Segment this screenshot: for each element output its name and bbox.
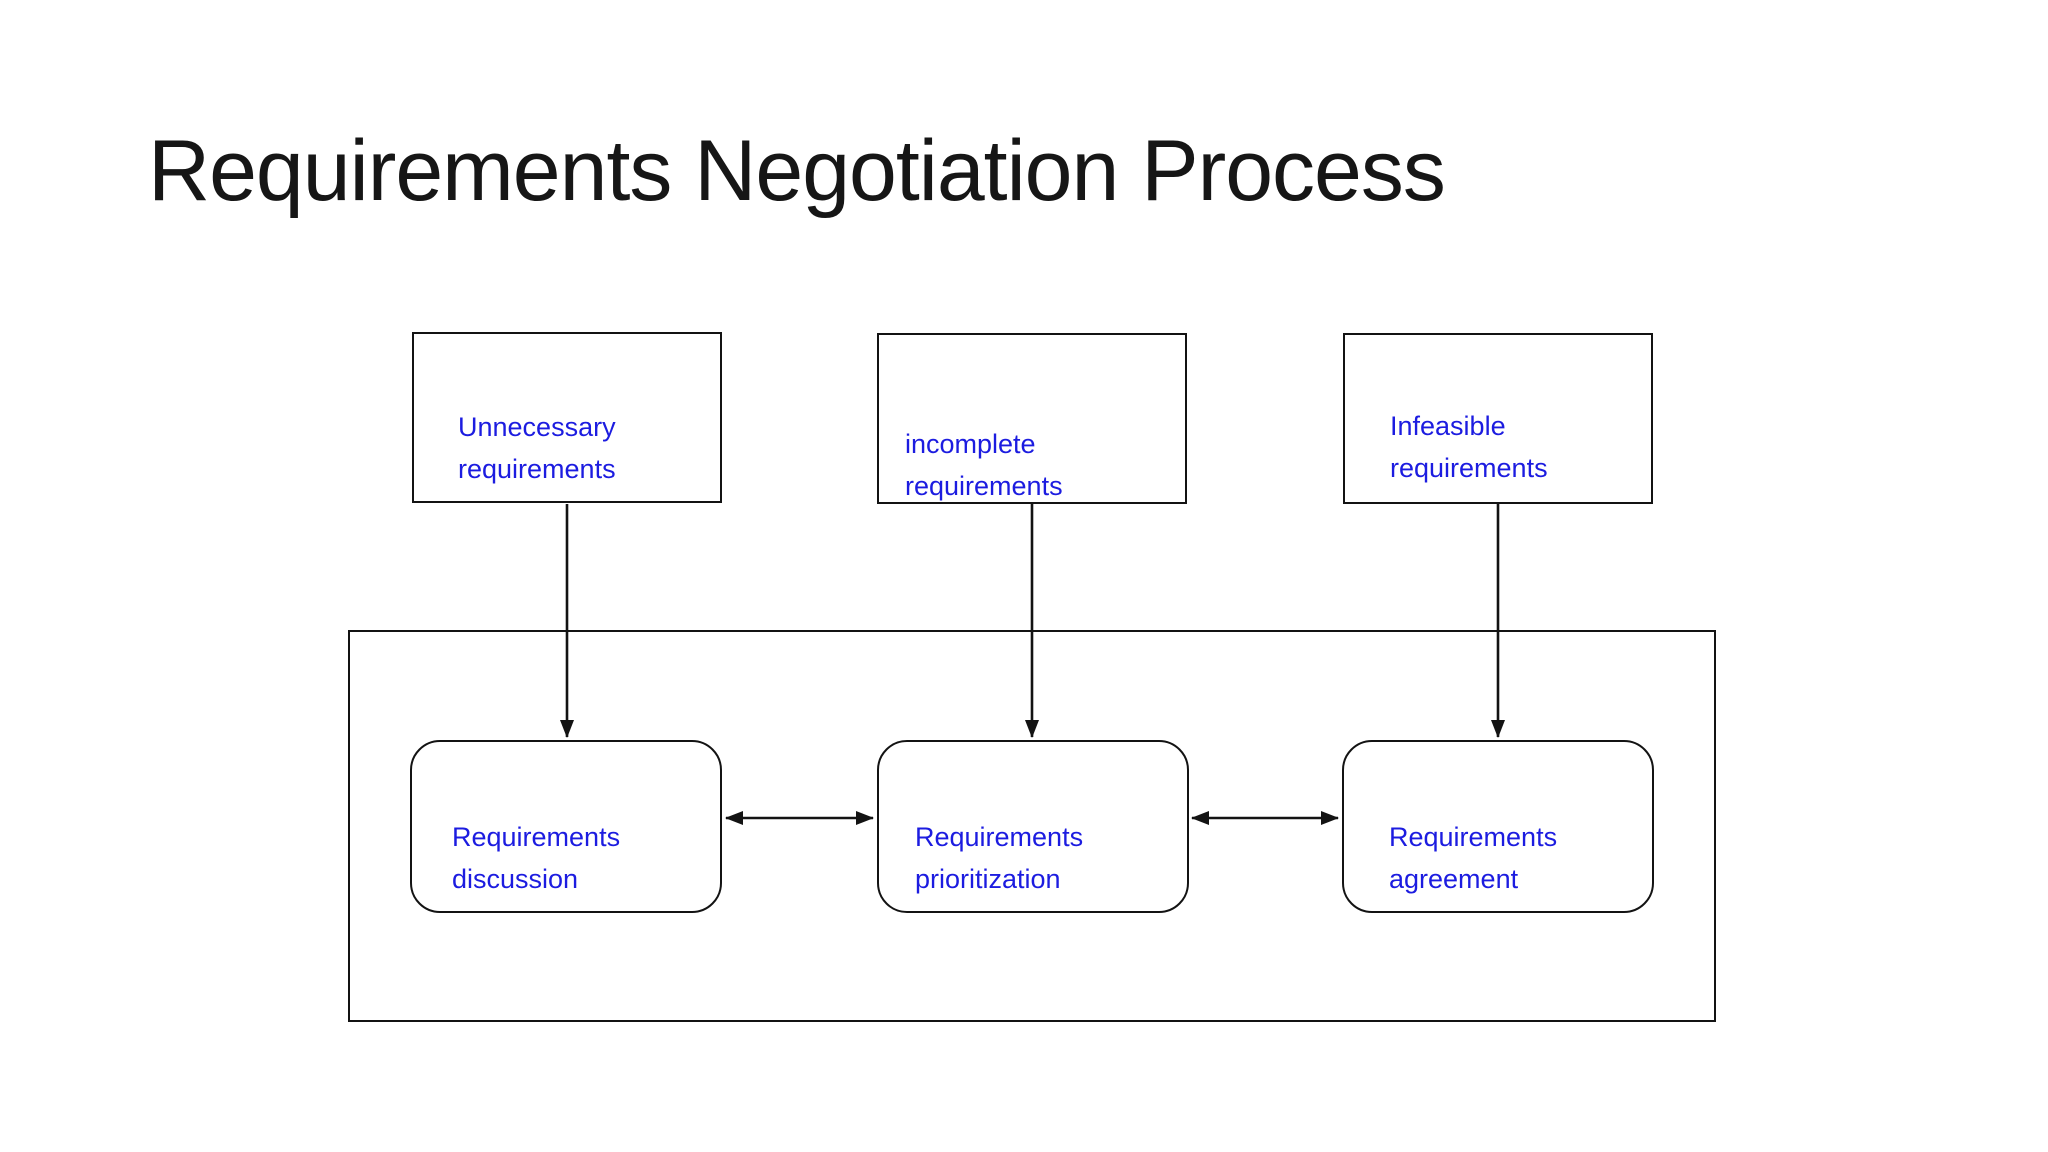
box-requirements-prioritization-label: Requirements prioritization — [915, 822, 1084, 894]
box-requirements-discussion: Requirements discussion — [410, 740, 722, 913]
box-unnecessary-requirements: Unnecessary requirements — [412, 332, 722, 503]
box-requirements-prioritization: Requirements prioritization — [877, 740, 1189, 913]
slide-title: Requirements Negotiation Process — [148, 123, 1446, 219]
box-requirements-agreement: Requirements agreement — [1342, 740, 1654, 913]
box-infeasible-requirements-label: Infeasible requirements — [1390, 411, 1548, 483]
box-incomplete-requirements-label: incomplete requirements — [905, 429, 1063, 501]
box-requirements-agreement-label: Requirements agreement — [1389, 822, 1558, 894]
box-infeasible-requirements: Infeasible requirements — [1343, 333, 1653, 504]
box-requirements-discussion-label: Requirements discussion — [452, 822, 621, 894]
box-unnecessary-requirements-label: Unnecessary requirements — [458, 412, 616, 484]
box-incomplete-requirements: incomplete requirements — [877, 333, 1187, 504]
